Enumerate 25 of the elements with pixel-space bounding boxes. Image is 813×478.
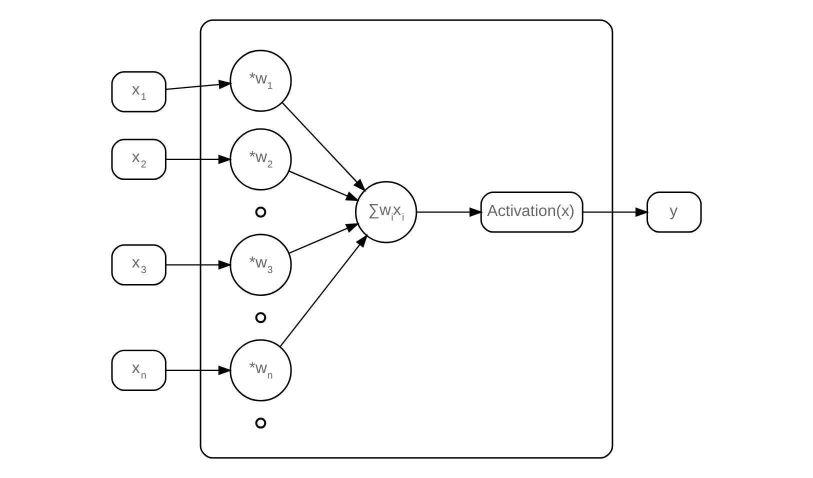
cluster [200,19,614,459]
arrow [288,223,360,254]
node-box: Activation(x) [480,191,584,233]
arrow [280,234,368,348]
node-circle: *w$_{n}$ [230,339,292,402]
arrow [288,170,360,202]
node-box: x$_{n}$ [111,350,166,391]
node-circle: ∑w$_{i}$x$_{i}$ [355,181,418,244]
node-circle [255,418,266,429]
arrow [416,207,484,217]
node-box: x$_{1}$ [111,71,166,112]
arrow [166,154,232,164]
node-box: x$_{3}$ [111,244,166,286]
node-box: y [646,191,702,233]
arrow [282,102,366,192]
node-circle [255,206,266,218]
arrow [166,80,232,90]
node-circle: *w$_{2}$ [230,128,292,190]
arrow [582,207,650,217]
arrow [166,260,232,270]
node-circle: *w$_{3}$ [230,234,292,296]
node-box: x$_{2}$ [111,138,166,180]
node-circle: *w$_{1}$ [230,50,292,112]
node-circle [255,312,266,324]
arrow [166,366,232,376]
